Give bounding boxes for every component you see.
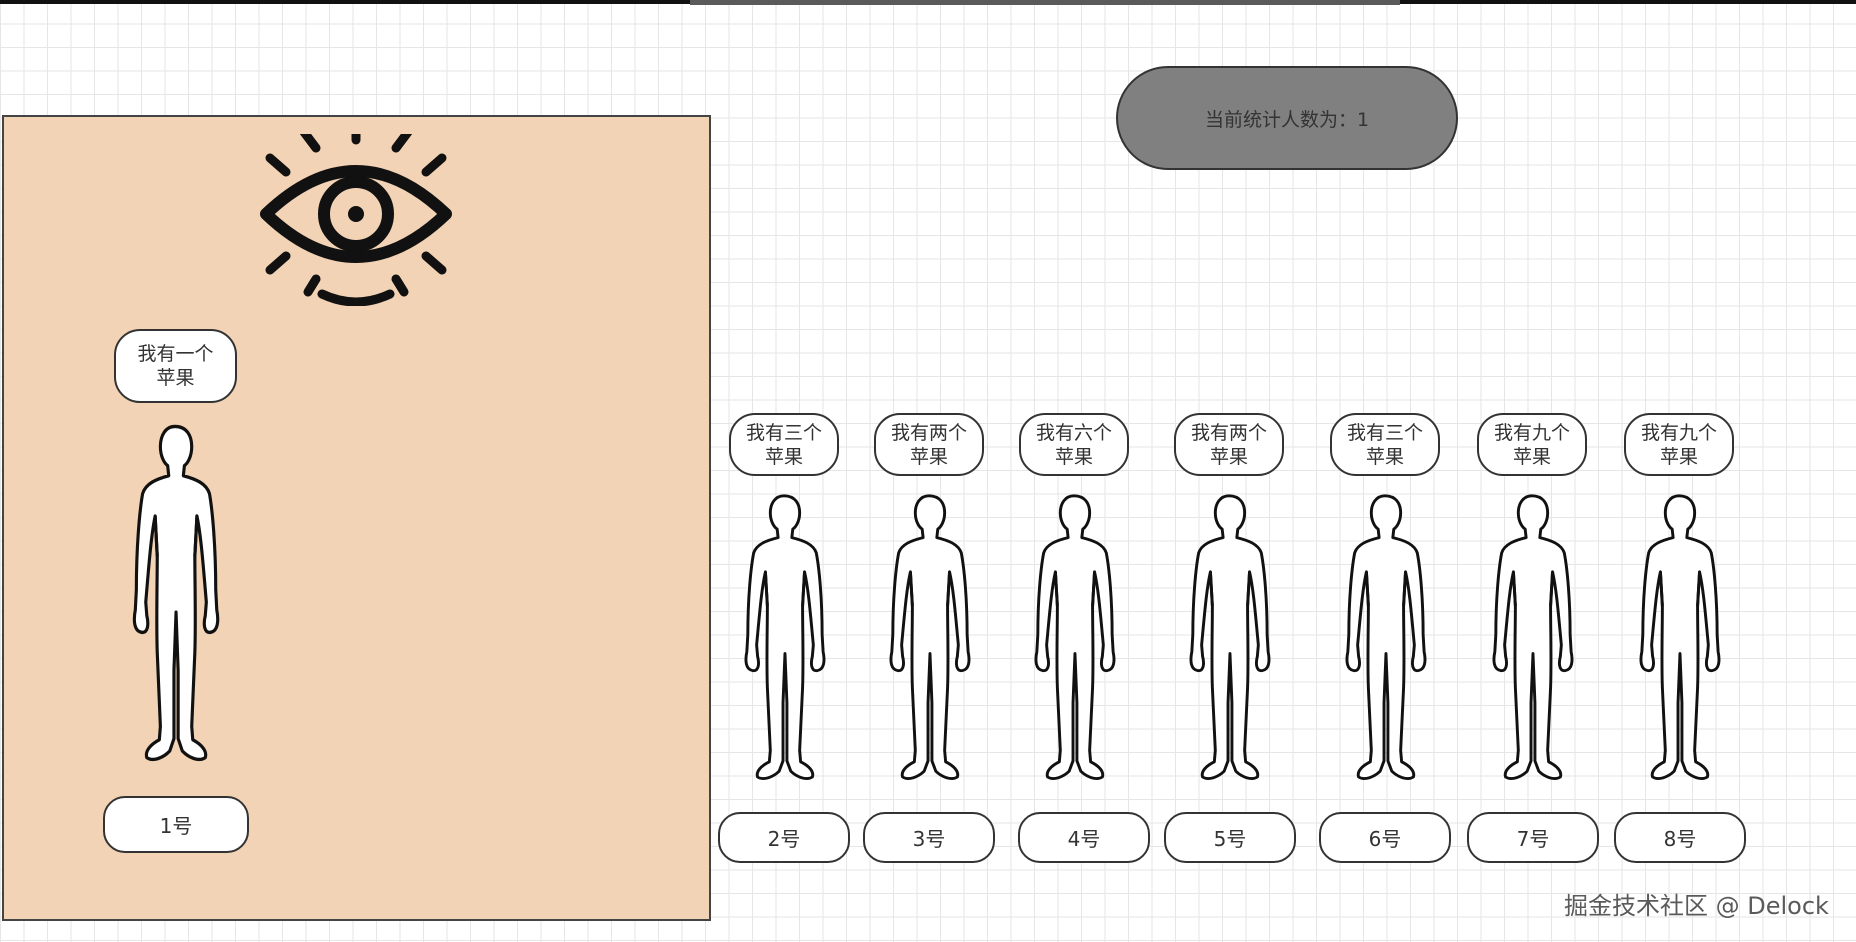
person-label-badge: 4号 [1018, 812, 1150, 863]
speech-text: 我有一个苹果 [137, 343, 214, 389]
person-label: 5号 [1213, 827, 1247, 851]
speech-text: 我有九个苹果 [1641, 421, 1718, 468]
person-icon [1345, 494, 1427, 780]
eye-icon [260, 134, 452, 306]
person-label: 3号 [912, 827, 946, 851]
person-icon [889, 494, 971, 780]
speech-bubble: 我有两个苹果 [1174, 413, 1284, 476]
speech-text: 我有三个苹果 [1347, 421, 1424, 468]
person-label-badge: 5号 [1164, 812, 1296, 863]
speech-bubble: 我有九个苹果 [1624, 413, 1734, 476]
speech-bubble: 我有九个苹果 [1477, 413, 1587, 476]
person-label: 4号 [1067, 827, 1101, 851]
speech-text: 我有两个苹果 [1191, 421, 1268, 468]
counter-box: 当前统计人数为：1 [1116, 66, 1458, 170]
person-label-badge: 8号 [1614, 812, 1746, 863]
person-label: 1号 [159, 814, 193, 838]
speech-text: 我有六个苹果 [1036, 421, 1113, 468]
person-icon [1189, 494, 1271, 780]
watermark-text: 掘金技术社区 @ Delock [1564, 892, 1829, 920]
person-label-badge: 6号 [1319, 812, 1451, 863]
speech-bubble: 我有三个苹果 [729, 413, 839, 476]
counter-text: 当前统计人数为：1 [1204, 108, 1370, 131]
speech-text: 我有九个苹果 [1494, 421, 1571, 468]
person-icon [744, 494, 826, 780]
person-icon [1034, 494, 1116, 780]
person-icon [1639, 494, 1721, 780]
speech-text: 我有三个苹果 [746, 421, 823, 468]
person-label-badge: 3号 [863, 812, 995, 863]
person-icon [132, 424, 220, 762]
person-label: 8号 [1663, 827, 1697, 851]
person-icon [1492, 494, 1574, 780]
speech-text: 我有两个苹果 [891, 421, 968, 468]
speech-bubble: 我有两个苹果 [874, 413, 984, 476]
speech-bubble: 我有一个苹果 [114, 329, 237, 403]
person-label: 7号 [1516, 827, 1550, 851]
person-label-badge: 2号 [718, 812, 850, 863]
person-label-badge: 1号 [103, 796, 249, 853]
person-label: 2号 [767, 827, 801, 851]
person-label-badge: 7号 [1467, 812, 1599, 863]
speech-bubble: 我有三个苹果 [1330, 413, 1440, 476]
person-label: 6号 [1368, 827, 1402, 851]
top-edge-strip [690, 0, 1400, 5]
speech-bubble: 我有六个苹果 [1019, 413, 1129, 476]
